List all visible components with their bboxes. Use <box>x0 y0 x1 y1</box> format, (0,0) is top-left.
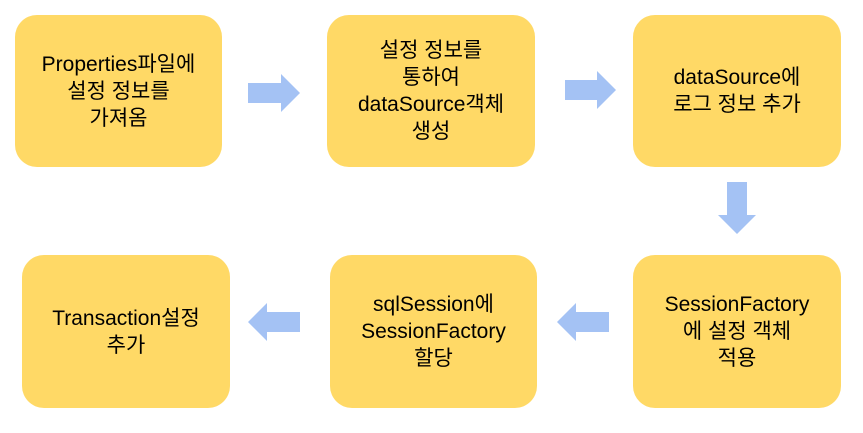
arrow-left-2-icon <box>248 303 300 341</box>
step-6-box: Transaction설정 추가 <box>22 255 230 408</box>
step-6-label: Transaction설정 추가 <box>52 306 200 357</box>
arrow-down-icon <box>718 182 756 234</box>
arrow-right-2-icon <box>565 71 616 109</box>
step-5-box: sqlSession에 SessionFactory 할당 <box>330 255 537 408</box>
step-1-box: Properties파일에 설정 정보를 가져옴 <box>15 15 222 167</box>
step-2-box: 설정 정보를 통하여 dataSource객체 생성 <box>327 15 535 167</box>
arrow-left-1-icon <box>557 303 609 341</box>
step-4-box: SessionFactory 에 설정 객체 적용 <box>633 255 841 408</box>
step-4-label: SessionFactory 에 설정 객체 적용 <box>664 293 810 370</box>
step-1-label: Properties파일에 설정 정보를 가져옴 <box>41 52 196 130</box>
step-5-label: sqlSession에 SessionFactory 할당 <box>361 293 506 370</box>
step-2-label: 설정 정보를 통하여 dataSource객체 생성 <box>357 39 505 143</box>
step-3-box: dataSource에 로그 정보 추가 <box>633 15 841 167</box>
arrow-right-1-icon <box>248 74 300 112</box>
step-3-label: dataSource에 로그 정보 추가 <box>673 66 801 116</box>
